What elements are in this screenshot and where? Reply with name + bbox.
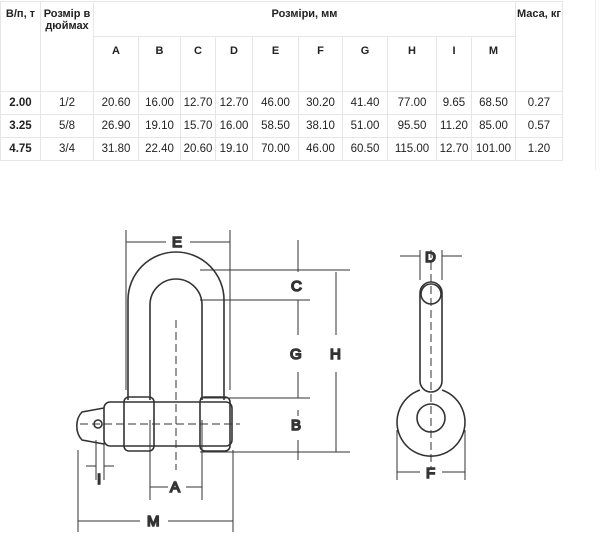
divider — [595, 0, 596, 170]
label-G: G — [290, 346, 302, 363]
cell-dim-H: 115.00 — [387, 137, 437, 161]
header-dimensions: Розміри, мм — [93, 1, 516, 37]
shackle-spec-table: В/п, т Розмір в дюймах Розміри, мм Маса,… — [0, 1, 563, 161]
cell-dim-E: 70.00 — [252, 137, 299, 161]
cell-load: 4.75 — [0, 137, 41, 161]
label-E: E — [172, 234, 182, 251]
cell-size: 5/8 — [40, 114, 94, 138]
header-mass: Маса, кг — [515, 1, 563, 92]
header-dim-G: G — [342, 36, 388, 92]
cell-dim-A: 31.80 — [93, 137, 139, 161]
label-F: F — [426, 465, 435, 482]
cell-mass: 1.20 — [515, 137, 563, 161]
label-D: D — [425, 249, 436, 266]
header-load: В/п, т — [0, 1, 41, 92]
label-A: A — [170, 479, 180, 496]
cell-size: 3/4 — [40, 137, 94, 161]
cell-load: 2.00 — [0, 91, 41, 115]
cell-dim-C: 12.70 — [180, 91, 216, 115]
header-dim-B: B — [138, 36, 181, 92]
cell-dim-I: 11.20 — [436, 114, 472, 138]
cell-dim-D: 16.00 — [215, 114, 253, 138]
cell-dim-D: 19.10 — [215, 137, 253, 161]
shackle-bow — [127, 251, 225, 400]
label-B: B — [291, 417, 301, 434]
label-C: C — [291, 278, 302, 295]
cell-dim-M: 101.00 — [471, 137, 516, 161]
label-H: H — [330, 346, 341, 363]
header-size: Розмір в дюймах — [40, 1, 94, 92]
header-dim-I: I — [436, 36, 472, 92]
header-dim-M: M — [471, 36, 516, 92]
cell-dim-B: 16.00 — [138, 91, 181, 115]
cell-dim-C: 20.60 — [180, 137, 216, 161]
cell-dim-E: 58.50 — [252, 114, 299, 138]
cell-dim-M: 68.50 — [471, 91, 516, 115]
label-I: I — [97, 471, 101, 488]
cell-dim-F: 46.00 — [298, 137, 343, 161]
cell-dim-F: 38.10 — [298, 114, 343, 138]
header-dim-H: H — [387, 36, 437, 92]
cell-dim-A: 20.60 — [93, 91, 139, 115]
label-M: M — [147, 513, 160, 530]
cell-dim-H: 77.00 — [387, 91, 437, 115]
cell-load: 3.25 — [0, 114, 41, 138]
header-dim-C: C — [180, 36, 216, 92]
